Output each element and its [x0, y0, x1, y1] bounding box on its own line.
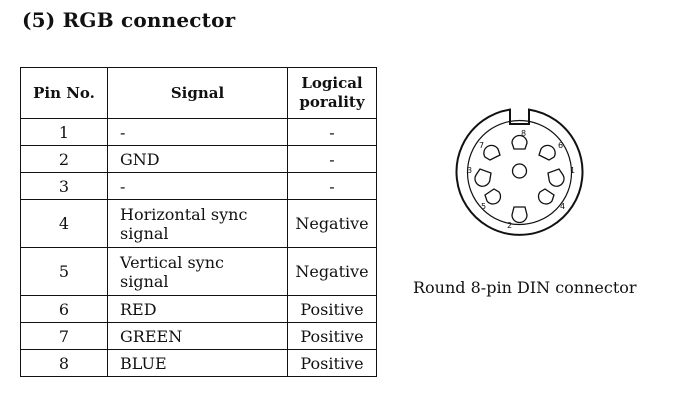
signal-cell: Horizontal sync signal	[107, 199, 288, 248]
table-row: 6 RED Positive	[20, 295, 377, 323]
pin-socket-6	[538, 144, 556, 161]
signal-cell: Vertical sync signal	[107, 247, 288, 296]
polarity-cell: -	[287, 118, 377, 146]
table-row: 8 BLUE Positive	[20, 349, 377, 377]
pin-center	[511, 163, 528, 179]
polarity-cell: Positive	[287, 322, 377, 350]
signal-cell: RED	[107, 295, 288, 323]
signal-line2: signal	[120, 223, 169, 243]
pin-number: 5	[20, 247, 108, 296]
pin-label-8: 8	[521, 129, 526, 138]
pin-number: 3	[20, 172, 108, 200]
table-row: 1 - -	[20, 118, 377, 146]
table-row: 7 GREEN Positive	[20, 322, 377, 350]
connector-caption: Round 8-pin DIN connector	[413, 278, 637, 297]
pin-number: 7	[20, 322, 108, 350]
header-logical-polarity: Logical porality	[287, 67, 377, 119]
signal-cell: BLUE	[107, 349, 288, 377]
pin-label-5: 5	[481, 202, 486, 211]
signal-line1: Vertical sync	[120, 252, 224, 272]
header-signal: Signal	[107, 67, 288, 119]
table-row: 4 Horizontal sync signal Negative	[20, 199, 377, 248]
table-row: 3 - -	[20, 172, 377, 200]
pin-table: Pin No. Signal Logical porality 1 - - 2 …	[20, 67, 377, 377]
signal-cell: GND	[107, 145, 288, 173]
pin-label-4: 4	[560, 202, 565, 211]
section-title: (5) RGB connector	[22, 8, 236, 32]
signal-cell: -	[107, 172, 288, 200]
pin-label-1: 1	[570, 166, 575, 175]
pin-socket-2	[511, 206, 528, 224]
header-pin-no: Pin No.	[20, 67, 108, 119]
pin-socket-1	[547, 168, 565, 187]
pin-number: 6	[20, 295, 108, 323]
pin-socket-3	[474, 168, 492, 187]
pin-socket-4	[537, 188, 555, 205]
signal-cell: GREEN	[107, 322, 288, 350]
pin-number: 8	[20, 349, 108, 377]
pin-socket-5	[484, 188, 502, 205]
signal-line1: Horizontal sync	[120, 204, 248, 224]
signal-line2: signal	[120, 271, 169, 291]
header-polarity-line1: Logical	[301, 74, 363, 92]
signal-cell: -	[107, 118, 288, 146]
pin-label-7: 7	[479, 141, 484, 150]
polarity-cell: -	[287, 145, 377, 173]
table-row: 5 Vertical sync signal Negative	[20, 247, 377, 296]
pin-number: 2	[20, 145, 108, 173]
pin-label-6: 6	[558, 141, 563, 150]
pin-socket-7	[483, 144, 501, 161]
polarity-cell: -	[287, 172, 377, 200]
table-row: 2 GND -	[20, 145, 377, 173]
pin-label-2: 2	[507, 221, 512, 230]
connector-outer-shell	[455, 108, 584, 236]
table-header-row: Pin No. Signal Logical porality	[20, 67, 377, 119]
polarity-cell: Negative	[287, 247, 377, 296]
pin-label-3: 3	[467, 166, 472, 175]
pin-socket-8	[511, 134, 528, 150]
pin-number: 4	[20, 199, 108, 248]
din-connector-diagram: 8 7 6 3 1 5 4 2	[455, 108, 584, 236]
polarity-cell: Positive	[287, 295, 377, 323]
polarity-cell: Positive	[287, 349, 377, 377]
header-polarity-line2: porality	[299, 93, 365, 111]
pin-number: 1	[20, 118, 108, 146]
connector-inner-ring	[466, 119, 573, 226]
polarity-cell: Negative	[287, 199, 377, 248]
